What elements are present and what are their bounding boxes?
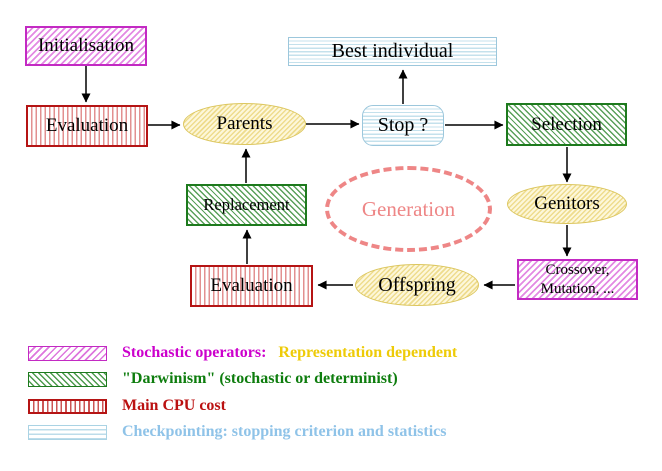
legend-swatch-magenta-diagonal-hatch: [28, 345, 107, 361]
node-offspring: Offspring: [355, 264, 479, 306]
legend-swatch-green-diagonal-hatch: [28, 371, 107, 387]
node-evaluation-top: Evaluation: [26, 105, 148, 147]
legend-row-checkpointing: Checkpointing: stopping criterion and st…: [28, 423, 446, 441]
legend-row-stochastic-operators: Stochastic operators: Representation dep…: [28, 344, 457, 362]
node-initialisation: Initialisation: [25, 26, 147, 66]
node-evaluation-bottom: Evaluation: [190, 265, 313, 307]
crossover-line1: Crossover,: [545, 261, 610, 278]
legend-swatch-red-vertical-hatch: [28, 398, 107, 414]
crossover-line2: Mutation, ...: [540, 280, 615, 297]
legend-label-darwinism: "Darwinism" (stochastic or determinist): [122, 370, 398, 387]
legend-label-representation-dependent: Representation dependent: [278, 344, 458, 361]
node-stop: Stop ?: [362, 105, 444, 146]
legend-row-main-cpu-cost: Main CPU cost: [28, 397, 226, 415]
generation-loop-ellipse: Generation: [325, 166, 492, 252]
node-crossover-mutation: Crossover, Mutation, ...: [517, 259, 638, 300]
legend-label-main-cpu-cost: Main CPU cost: [122, 397, 226, 414]
legend-label-stochastic-operators: Stochastic operators:: [122, 344, 267, 361]
node-genitors: Genitors: [507, 184, 627, 224]
legend-swatch-cyan-horizontal-hatch: [28, 424, 107, 440]
node-replacement: Replacement: [186, 184, 307, 226]
node-best-individual: Best individual: [288, 37, 497, 66]
node-selection: Selection: [506, 103, 627, 146]
node-parents: Parents: [183, 103, 306, 145]
legend-row-darwinism: "Darwinism" (stochastic or determinist): [28, 370, 398, 388]
legend-label-checkpointing: Checkpointing: stopping criterion and st…: [122, 423, 447, 440]
